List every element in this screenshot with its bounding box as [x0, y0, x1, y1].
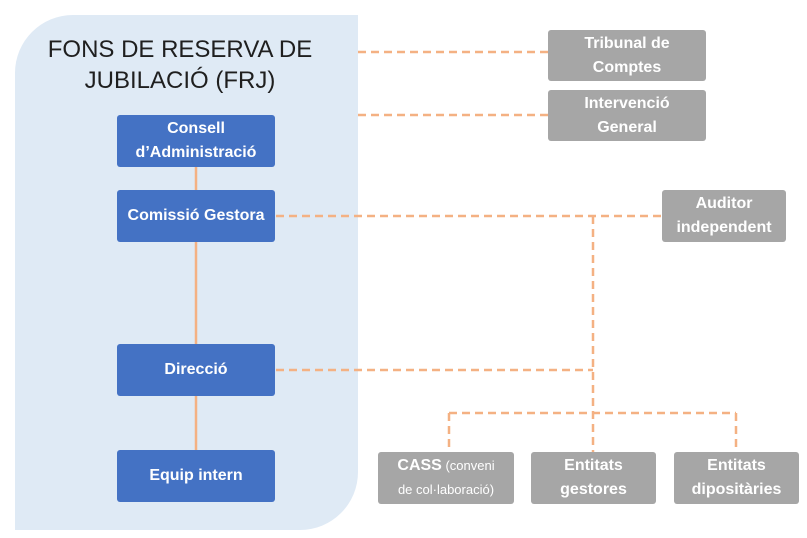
node-comissio-gestora: Comissió Gestora [117, 190, 275, 242]
node-cass-line1: CASS (conveni [397, 454, 494, 478]
node-consell-administracio: Consell d’Administració [117, 115, 275, 167]
node-consell-line1: Consell [167, 120, 225, 137]
node-gestores-line1: Entitats [564, 457, 623, 474]
node-entitats-dipositaries: Entitats dipositàries [674, 452, 799, 504]
node-comissio-label: Comissió Gestora [127, 207, 265, 224]
node-cass-line2: de col·laboració) [397, 482, 495, 497]
node-tribunal-line1: Tribunal de [584, 34, 670, 52]
node-direccio-label: Direcció [164, 361, 228, 378]
node-cass-bold: CASS [397, 457, 442, 474]
node-auditor-line1: Auditor [695, 195, 753, 212]
node-gestores-line2: gestores [560, 481, 627, 498]
node-equip-intern: Equip intern [117, 450, 275, 502]
node-tribunal-comptes: Tribunal de Comptes [548, 30, 706, 81]
node-direccio: Direcció [117, 344, 275, 396]
frj-panel [15, 15, 358, 530]
node-auditor-line2: independent [676, 219, 772, 236]
node-consell-line2: d’Administració [135, 144, 257, 161]
node-entitats-gestores: Entitats gestores [531, 452, 656, 504]
node-equip-label: Equip intern [149, 467, 243, 484]
node-tribunal-line2: Comptes [592, 58, 662, 76]
node-cass-extra: (conveni [441, 458, 495, 473]
node-intervencio-general: Intervenció General [548, 90, 706, 141]
node-dipositaries-line2: dipositàries [691, 481, 782, 498]
node-intervencio-line1: Intervenció [584, 94, 670, 112]
node-dipositaries-line1: Entitats [707, 457, 766, 474]
node-cass: CASS (conveni de col·laboració) [378, 452, 514, 504]
panel-title: FONS DE RESERVA DE JUBILACIÓ (FRJ) [47, 36, 313, 94]
node-auditor-independent: Auditor independent [662, 190, 786, 242]
node-intervencio-line2: General [597, 118, 657, 136]
